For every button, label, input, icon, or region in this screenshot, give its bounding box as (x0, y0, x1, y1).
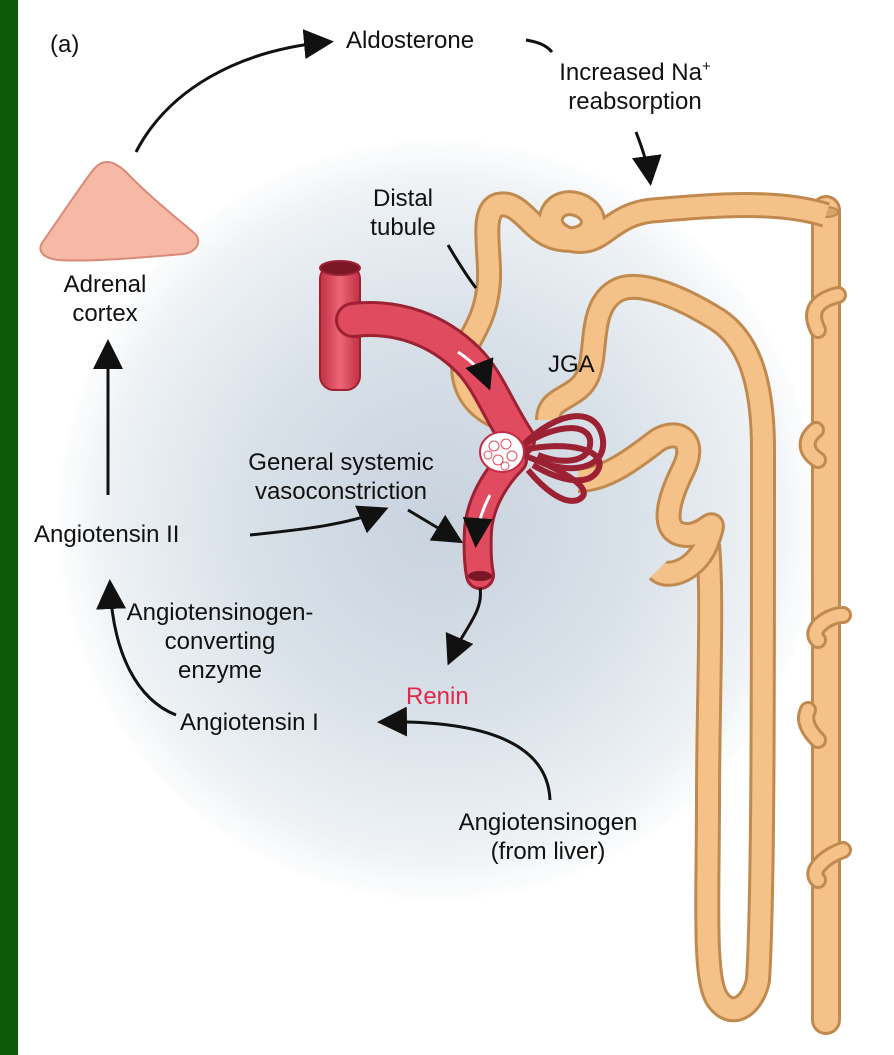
arrow-angiotensinogen-to-angiotensin-i (383, 722, 550, 800)
angiotensinogen-line2: (from liver) (491, 838, 606, 865)
arrow-angiotensin-ii-to-vasoconstriction (250, 510, 383, 535)
ace-line2: converting (165, 628, 276, 655)
arrow-adrenal-to-aldosterone (136, 42, 328, 152)
adrenal-line1: Adrenal (64, 271, 147, 298)
increased-na-line1: Increased Na (559, 59, 702, 86)
increased-na-label: Increased Na+ reabsorption (520, 58, 750, 116)
angiotensin-i-label: Angiotensin I (180, 708, 319, 737)
ace-line1: Angiotensinogen- (127, 599, 314, 626)
arrow-aldosterone-to-na (526, 40, 552, 52)
angiotensin-ii-label: Angiotensin II (34, 520, 179, 549)
vasoconstriction-line1: General systemic (248, 449, 433, 476)
adrenal-line2: cortex (72, 300, 137, 327)
distal-tubule-line2: tubule (370, 214, 435, 241)
renin-label: Renin (406, 682, 469, 711)
angiotensinogen-label: Angiotensinogen (from liver) (428, 808, 668, 866)
angiotensinogen-line1: Angiotensinogen (459, 809, 638, 836)
blood-vessels (320, 261, 603, 581)
adrenal-cortex-label: Adrenal cortex (40, 270, 170, 328)
arrow-na-to-tubule (636, 132, 650, 180)
increased-na-line2: reabsorption (568, 88, 701, 115)
vasoconstriction-line2: vasoconstriction (255, 478, 427, 505)
vasoconstriction-label: General systemic vasoconstriction (206, 448, 476, 506)
ace-label: Angiotensinogen- converting enzyme (110, 598, 330, 685)
arrow-vasoconstriction-to-vessel (408, 510, 458, 540)
arrow-vessel-to-renin (450, 588, 480, 660)
distal-tubule-leader (448, 245, 476, 288)
jga-label: JGA (548, 350, 595, 379)
distal-tubule-label: Distal tubule (348, 184, 458, 242)
collecting-duct (806, 207, 843, 1020)
aldosterone-label: Aldosterone (346, 26, 474, 55)
ace-line3: enzyme (178, 657, 262, 684)
adrenal-cortex-shape (40, 162, 198, 261)
na-superscript: + (702, 58, 711, 75)
panel-label: (a) (50, 30, 79, 59)
distal-tubule-line1: Distal (373, 185, 433, 212)
diagram-canvas: (a) Aldosterone Increased Na+ reabsorpti… (18, 0, 894, 1055)
